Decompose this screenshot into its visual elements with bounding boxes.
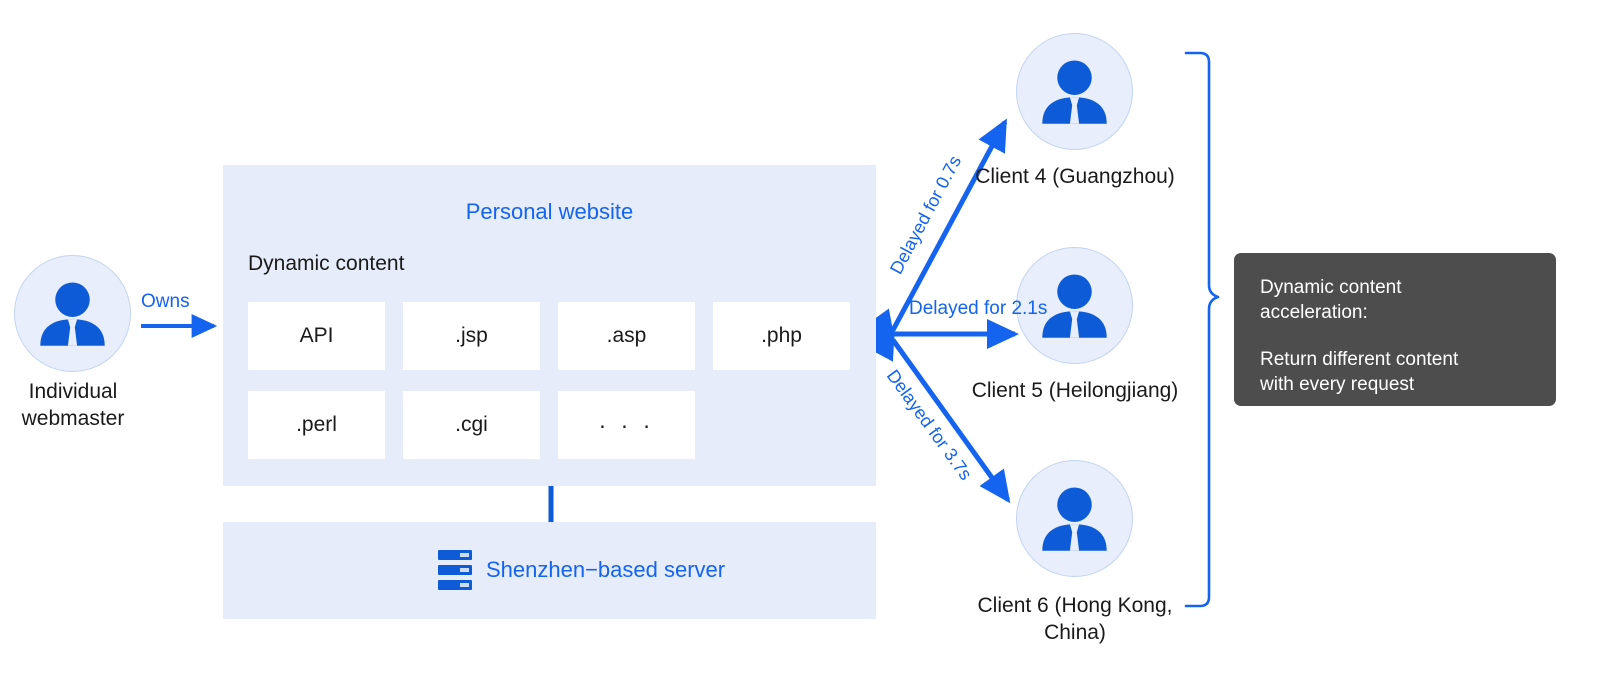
- label-delay-client-5: Delayed for 2.1s: [909, 298, 1048, 319]
- server-rack-icon: [438, 550, 472, 590]
- panel-personal-website: Personal website Dynamic content API .js…: [223, 165, 876, 486]
- callout-heading: Dynamic content acceleration:: [1260, 277, 1402, 323]
- label-dynamic-content: Dynamic content: [248, 252, 405, 275]
- content-tile-asp[interactable]: .asp: [558, 302, 695, 370]
- avatar-client-4: [1016, 33, 1133, 150]
- callout-dynamic-content-acceleration: Dynamic content acceleration: Return dif…: [1234, 253, 1556, 406]
- curly-brace-icon: [1184, 51, 1220, 608]
- avatar-client-5: [1016, 247, 1133, 364]
- label-shenzhen-server: Shenzhen−based server: [486, 557, 726, 582]
- arrow-client-6: [864, 308, 1011, 504]
- callout-body: Return different content with every requ…: [1260, 349, 1459, 395]
- content-tile-php[interactable]: .php: [713, 302, 850, 370]
- user-avatar-icon: [40, 282, 105, 346]
- label-client-4: Client 4 (Guangzhou): [975, 165, 1175, 188]
- user-avatar-icon: [1042, 487, 1107, 551]
- user-avatar-icon: [1042, 60, 1107, 124]
- content-tile-cgi[interactable]: .cgi: [403, 391, 540, 459]
- callout-spacer: [1260, 325, 1530, 347]
- label-individual-webmaster: Individual webmaster: [21, 380, 125, 430]
- content-tile-api[interactable]: API: [248, 302, 385, 370]
- user-avatar-icon: [1042, 274, 1107, 338]
- avatar-individual-webmaster: [14, 255, 131, 372]
- avatar-client-6: [1016, 460, 1133, 577]
- content-tile-more[interactable]: · · ·: [558, 391, 695, 459]
- label-owns: Owns: [141, 291, 190, 312]
- server-row: Shenzhen−based server: [438, 550, 725, 590]
- label-client-6: Client 6 (Hong Kong, China): [977, 594, 1173, 644]
- panel-title-personal-website: Personal website: [465, 199, 634, 224]
- panel-shenzhen-server: Shenzhen−based server: [223, 522, 876, 619]
- content-tile-jsp[interactable]: .jsp: [403, 302, 540, 370]
- content-tile-perl[interactable]: .perl: [248, 391, 385, 459]
- label-delay-client-4: Delayed for 0.7s: [886, 152, 966, 278]
- label-client-5: Client 5 (Heilongjiang): [971, 379, 1179, 402]
